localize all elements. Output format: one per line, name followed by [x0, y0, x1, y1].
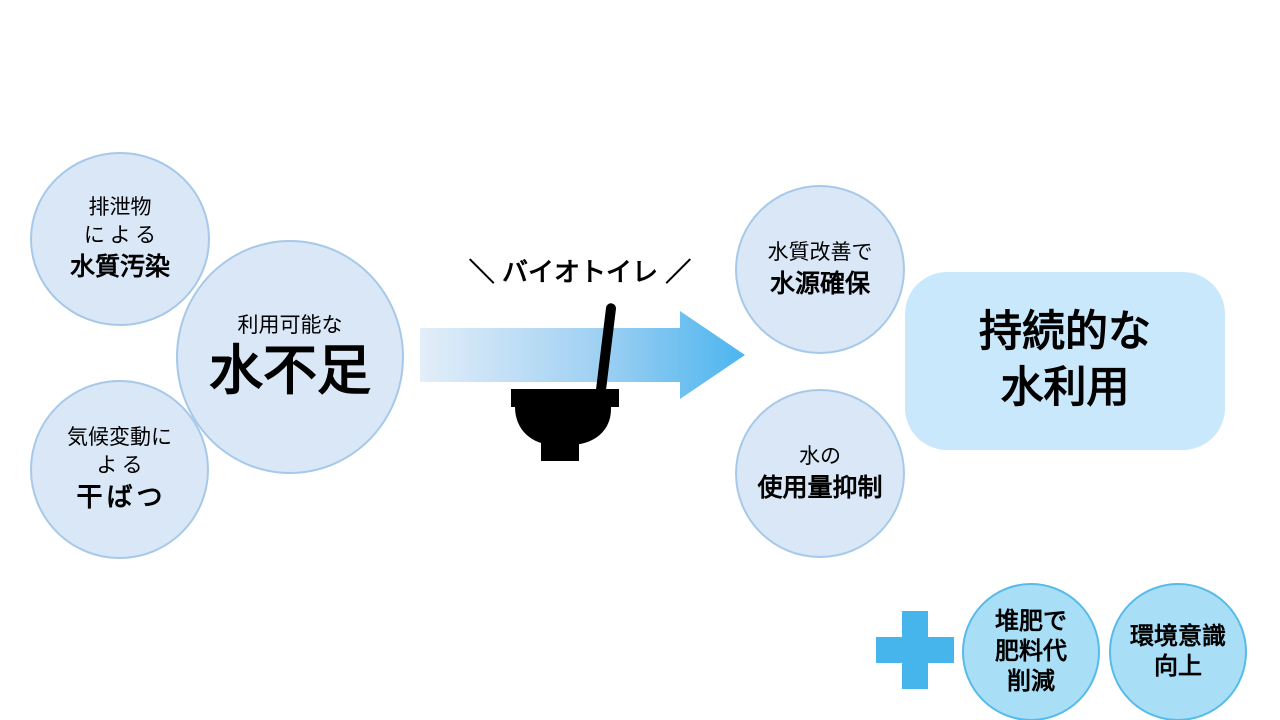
pollution-line1: 排泄物	[88, 196, 152, 220]
awareness-line2: 向上	[1154, 653, 1202, 680]
extra-circle-eco-awareness: 環境意識 向上	[1109, 583, 1247, 720]
benefit-circle-water-source: 水質改善で 水源確保	[735, 185, 905, 354]
problem-circle-water-shortage: 利用可能な 水不足	[176, 240, 404, 474]
benefit-circle-usage-reduction: 水の 使用量抑制	[735, 389, 905, 558]
pollution-line2: による	[83, 223, 162, 247]
usage-line1: 水の	[799, 444, 841, 468]
right-arrow-icon	[420, 311, 745, 399]
shortage-emphasis: 水不足	[209, 340, 371, 401]
drought-emphasis: 干ばつ	[76, 481, 167, 512]
water-source-emphasis: 水源確保	[769, 269, 870, 298]
drought-line1: 気候変動に	[67, 426, 172, 450]
awareness-line1: 環境意識	[1130, 623, 1226, 650]
usage-emphasis: 使用量抑制	[757, 473, 883, 502]
water-source-line1: 水質改善で	[767, 240, 873, 264]
drought-line2: よる	[96, 453, 148, 477]
compost-line2: 肥料代	[995, 638, 1067, 665]
shortage-line1: 利用可能な	[237, 314, 343, 338]
result-box-sustainable-water: 持続的な 水利用	[905, 272, 1225, 450]
plus-icon	[876, 611, 954, 689]
bio-toilet-label: ＼ バイオトイレ ／	[468, 257, 692, 287]
pollution-emphasis: 水質汚染	[69, 253, 170, 282]
problem-circle-drought: 気候変動に よる 干ばつ	[30, 380, 209, 559]
compost-line3: 削減	[1007, 668, 1055, 695]
extra-circle-compost-savings: 堆肥で 肥料代 削減	[962, 583, 1100, 720]
compost-line1: 堆肥で	[995, 608, 1067, 635]
problem-circle-pollution: 排泄物 による 水質汚染	[30, 152, 210, 326]
result-line1: 持続的な	[979, 308, 1151, 357]
toilet-icon	[511, 303, 619, 461]
result-line2: 水利用	[1000, 364, 1130, 412]
